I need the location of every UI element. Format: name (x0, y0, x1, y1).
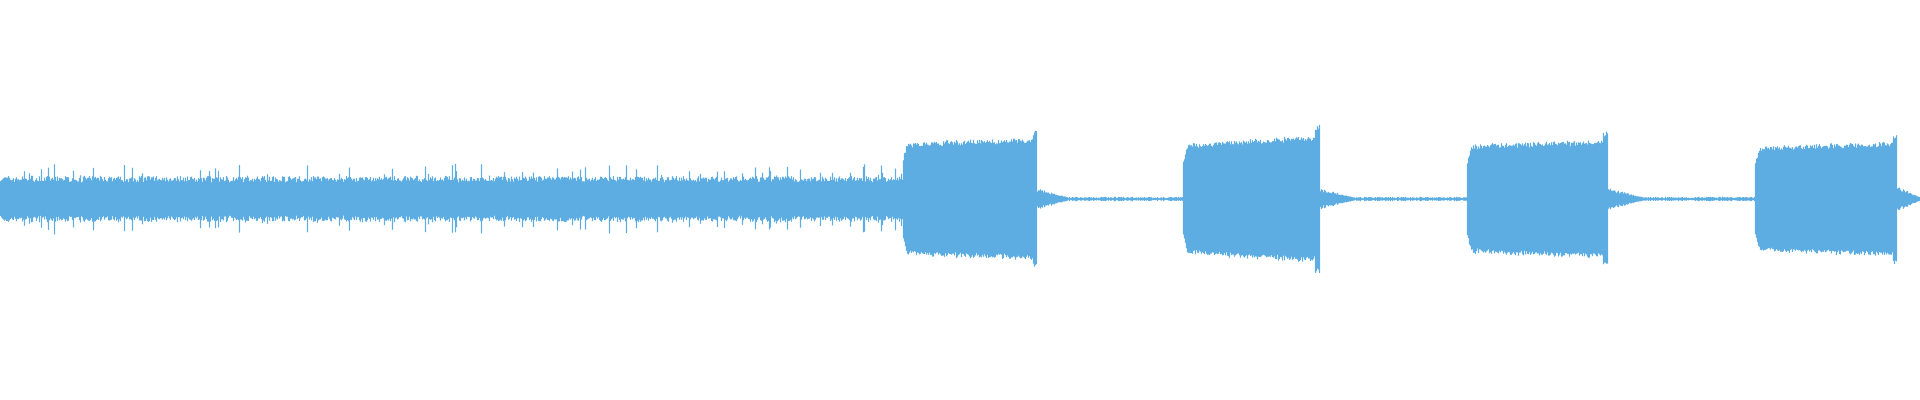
waveform-canvas[interactable] (0, 0, 1920, 400)
audio-waveform-view[interactable] (0, 0, 1920, 400)
